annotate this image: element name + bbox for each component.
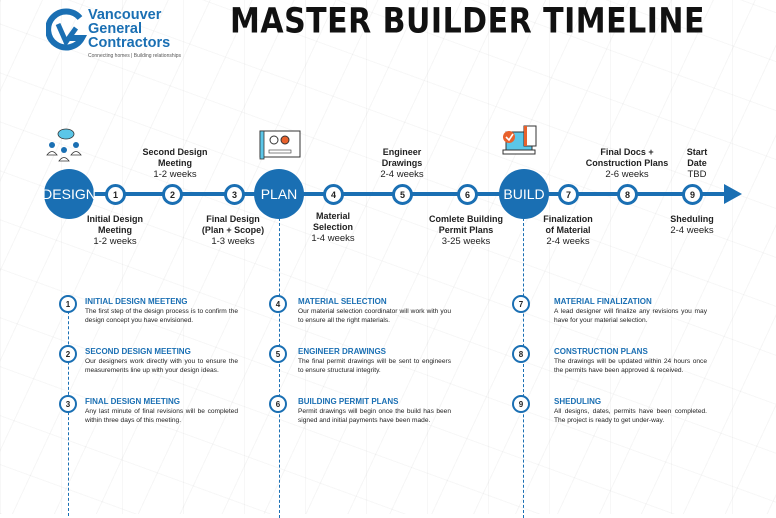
detail-title: SHEDULING <box>554 397 602 406</box>
detail-title: MATERIAL SELECTION <box>298 297 387 306</box>
step-duration: 1-3 weeks <box>211 236 255 247</box>
step-node-9: 9 <box>682 184 703 205</box>
step-name: Second Design Meeting <box>142 147 208 168</box>
detail-text: A lead designer will finalize any revisi… <box>554 308 707 324</box>
detail-title: INITIAL DESIGN MEETENG <box>85 297 188 306</box>
detail-number: 9 <box>512 395 530 413</box>
step-name: Initial Design Meeting <box>86 214 143 235</box>
step-duration: 2-4 weeks <box>380 169 424 180</box>
laptop-checklist-icon <box>502 125 537 155</box>
step-duration: 1-4 weeks <box>311 233 355 244</box>
detail-title: MATERIAL FINALIZATION <box>554 297 652 306</box>
step-name: Material Selection <box>312 211 353 232</box>
detail-title: BUILDING PERMIT PLANS <box>298 397 399 406</box>
company-name: Vancouver General Contractors <box>88 7 171 51</box>
detail-number: 1 <box>59 295 77 313</box>
detail-text: All designs, dates, permits have been co… <box>554 408 707 424</box>
step-node-3: 3 <box>224 184 245 205</box>
step-name: Final Docs + Construction Plans <box>585 147 669 168</box>
step-duration: 2-4 weeks <box>546 236 590 247</box>
step-duration: 3-25 weeks <box>441 236 491 247</box>
blueprint-icon <box>259 130 301 160</box>
tagline: Connecting homes | Building relationship… <box>88 53 182 59</box>
step-duration: 1-2 weeks <box>93 236 137 247</box>
vgc-logo-icon <box>46 8 88 51</box>
detail-text: Our material selection coordinator will … <box>298 308 451 324</box>
divider <box>279 218 280 518</box>
step-node-7: 7 <box>558 184 579 205</box>
company-name-line: General <box>88 21 142 37</box>
step-node-1: 1 <box>105 184 126 205</box>
detail-text: Our designers work directly with you to … <box>85 358 238 374</box>
detail-title: CONSTRUCTION PLANS <box>554 347 648 356</box>
company-name-line: Contractors <box>88 35 171 51</box>
step-duration: 2-4 weeks <box>670 225 714 236</box>
step-node-4: 4 <box>323 184 344 205</box>
divider <box>523 218 524 518</box>
step-node-6: 6 <box>457 184 478 205</box>
detail-number: 6 <box>269 395 287 413</box>
detail-number: 7 <box>512 295 530 313</box>
detail-text: The drawings will be updated within 24 h… <box>554 358 707 374</box>
start-date-name: Start Date <box>686 147 708 168</box>
detail-title: SECOND DESIGN MEETING <box>85 347 191 356</box>
step-name: Finalization of Material <box>543 214 593 235</box>
detail-text: Any last minute of final revisions will … <box>85 408 238 424</box>
step-name: Comlete Building Permit Plans <box>429 214 503 235</box>
step-node-2: 2 <box>162 184 183 205</box>
step-name: Sheduling <box>670 214 714 224</box>
detail-text: The final permit drawings will be sent t… <box>298 358 451 374</box>
meeting-people-icon <box>46 128 82 162</box>
start-date-value: TBD <box>687 169 707 180</box>
detail-number: 8 <box>512 345 530 363</box>
detail-title: FINAL DESIGN MEETING <box>85 397 180 406</box>
detail-number: 2 <box>59 345 77 363</box>
step-label-3: Final Design (Plan + Scope)1-3 weeks <box>178 214 288 247</box>
step-duration: 1-2 weeks <box>153 169 197 180</box>
detail-number: 5 <box>269 345 287 363</box>
step-node-8: 8 <box>617 184 638 205</box>
step-name: Engineer Drawings <box>381 147 423 168</box>
detail-title: ENGINEER DRAWINGS <box>298 347 387 356</box>
step-duration: 2-6 weeks <box>605 169 649 180</box>
arrow-right-icon <box>724 184 742 204</box>
stage-build: BUILD <box>499 169 549 219</box>
detail-number: 4 <box>269 295 287 313</box>
detail-number: 3 <box>59 395 77 413</box>
page-title: MASTER BUILDER TIMELINE <box>230 1 705 42</box>
stage-design: DESIGN <box>42 169 96 219</box>
company-name-line: Vancouver <box>88 7 162 23</box>
detail-text: Permit drawings will begin once the buil… <box>298 408 451 424</box>
detail-text: The first step of the design process is … <box>85 308 238 324</box>
step-name: Final Design (Plan + Scope) <box>201 214 265 235</box>
step-node-5: 5 <box>392 184 413 205</box>
stage-plan: PLAN <box>254 169 304 219</box>
